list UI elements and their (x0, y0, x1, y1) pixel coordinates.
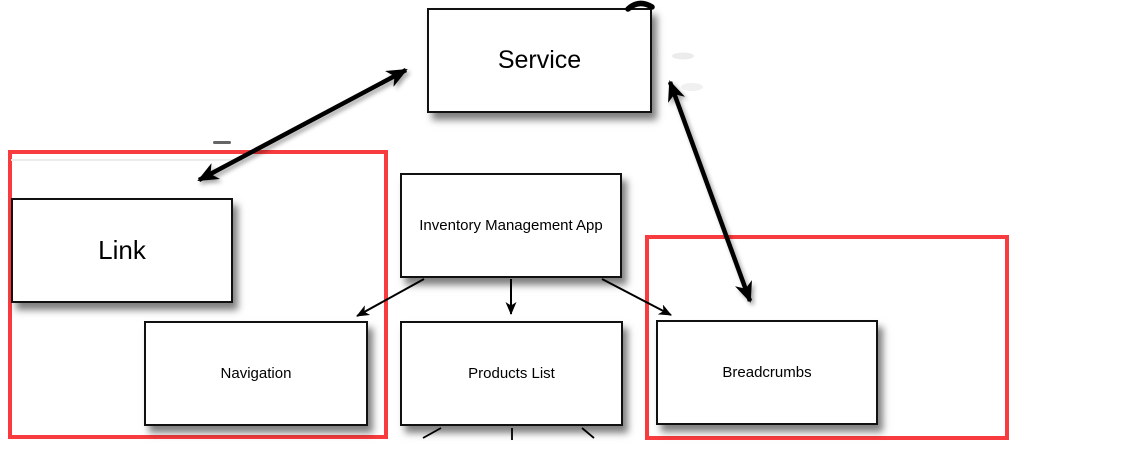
node-service: Service (427, 8, 652, 113)
node-breadcrumbs: Breadcrumbs (656, 320, 878, 425)
node-breadcrumbs-label: Breadcrumbs (722, 364, 812, 381)
red-highlight-rect-right (645, 235, 1009, 440)
faint-smudge-2 (681, 83, 703, 91)
faint-horizontal-line (11, 159, 243, 161)
small-dark-dash (213, 141, 231, 144)
faint-smudge-1 (672, 52, 694, 60)
node-inventory-management-app-label: Inventory Management App (419, 217, 603, 234)
node-link: Link (11, 198, 233, 303)
node-service-label: Service (497, 46, 582, 74)
node-navigation: Navigation (144, 321, 368, 426)
node-products-list-label: Products List (468, 365, 555, 382)
node-products-list: Products List (400, 321, 623, 426)
node-navigation-label: Navigation (220, 365, 292, 382)
stub-products-right (581, 427, 595, 439)
stub-products-left (422, 427, 442, 439)
faint-tick (656, 48, 658, 57)
node-link-label: Link (98, 235, 146, 265)
node-inventory-management-app: Inventory Management App (400, 173, 622, 278)
